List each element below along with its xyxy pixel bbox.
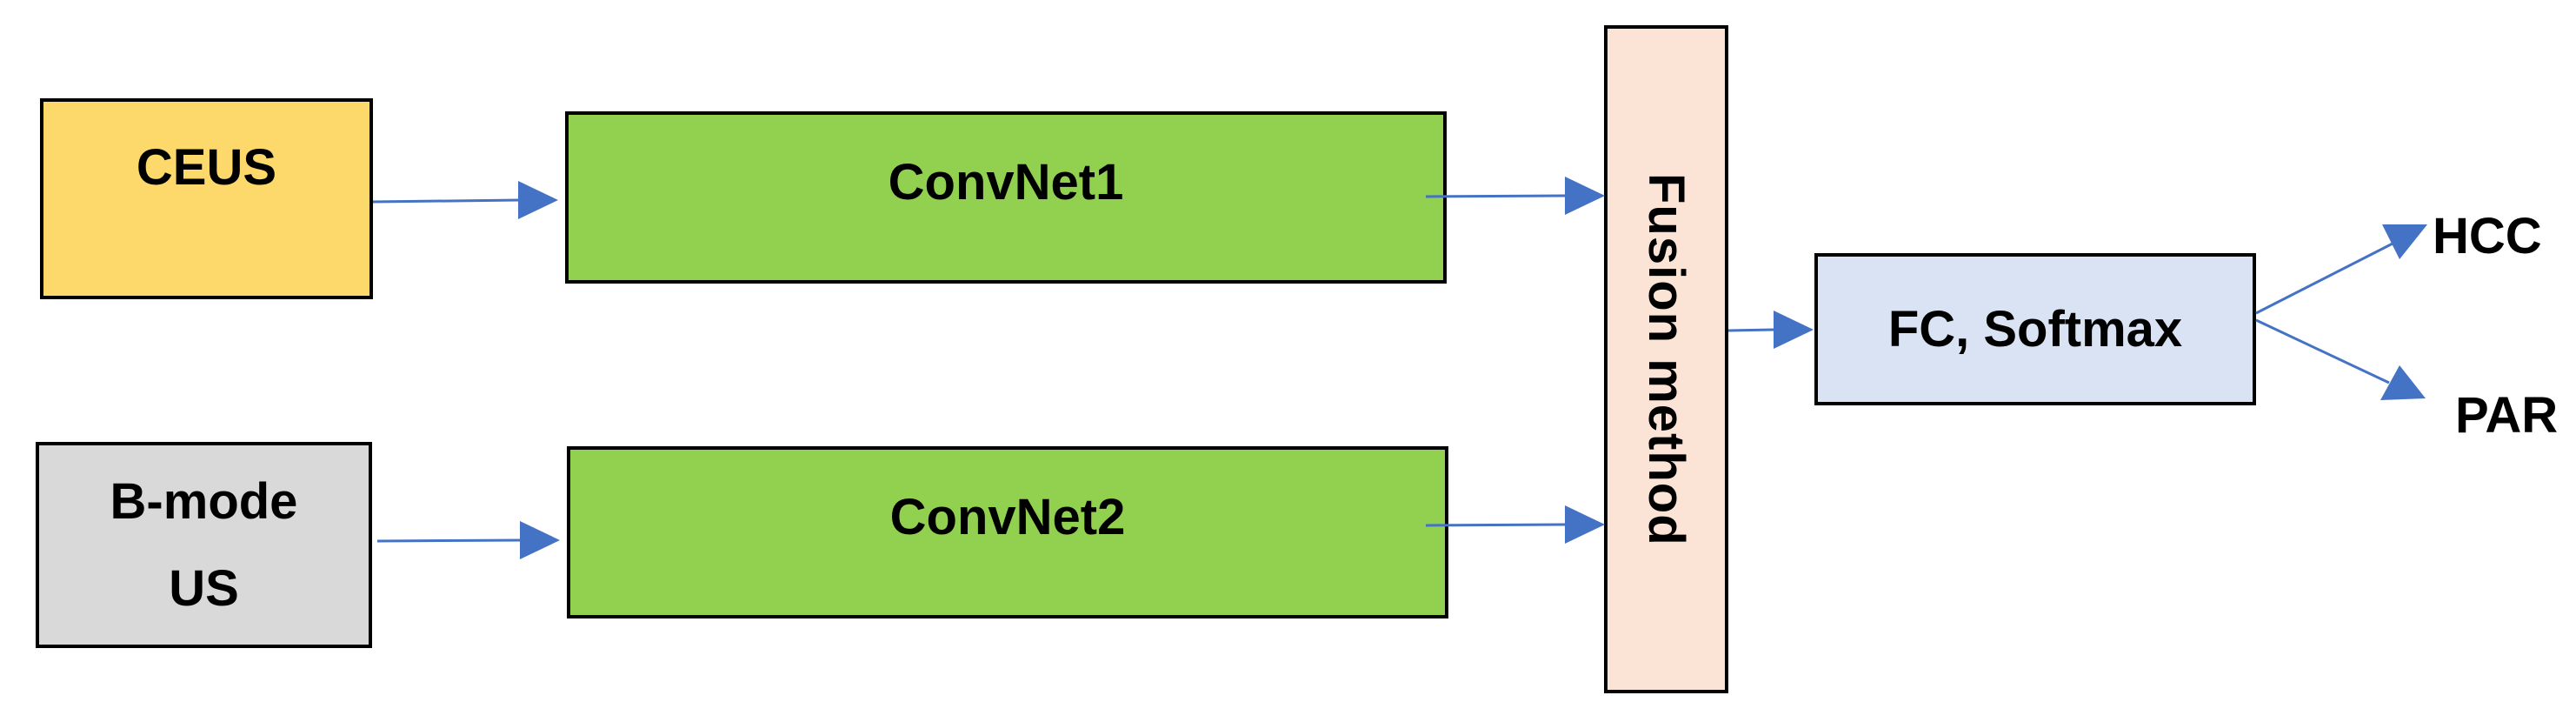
bmode-label-line1: B-mode [110, 472, 298, 530]
fusion-method-box: Fusion method [1604, 25, 1728, 693]
arrow-fusion-to-fc [1727, 328, 1776, 332]
arrow-fc-to-par [2255, 318, 2390, 384]
arrowhead-convnet1-to-fusion [1565, 177, 1605, 215]
bmode-us-input-box: B-mode US [36, 442, 372, 648]
arrow-fc-to-hcc [2255, 242, 2393, 315]
fc-softmax-box: FC, Softmax [1814, 253, 2256, 405]
fusion-method-label: Fusion method [1638, 172, 1694, 546]
arrowhead-fusion-to-fc [1774, 311, 1814, 349]
arrowhead-fc-to-par [2380, 365, 2426, 400]
output-par-label: PAR [2455, 387, 2559, 444]
convnet2-label: ConvNet2 [889, 489, 1126, 545]
arrowhead-convnet2-to-fusion [1565, 505, 1605, 544]
convnet1-label: ConvNet1 [888, 154, 1124, 211]
arrow-bmode-to-convnet2 [376, 538, 523, 543]
convnet1-box: ConvNet1 [565, 111, 1447, 284]
arrowhead-fc-to-hcc [2382, 224, 2427, 259]
bmode-label-line2: US [169, 559, 239, 617]
output-hcc-label: HCC [2433, 208, 2542, 264]
arrow-ceus-to-convnet1 [372, 198, 521, 204]
arrowhead-bmode-to-convnet2 [520, 521, 560, 559]
arrowhead-ceus-to-convnet1 [518, 181, 558, 219]
arrow-convnet1-to-fusion [1425, 194, 1566, 198]
ceus-label: CEUS [136, 139, 277, 196]
fc-softmax-label: FC, Softmax [1887, 301, 2183, 358]
ceus-input-box: CEUS [40, 98, 373, 299]
convnet2-box: ConvNet2 [567, 446, 1448, 618]
